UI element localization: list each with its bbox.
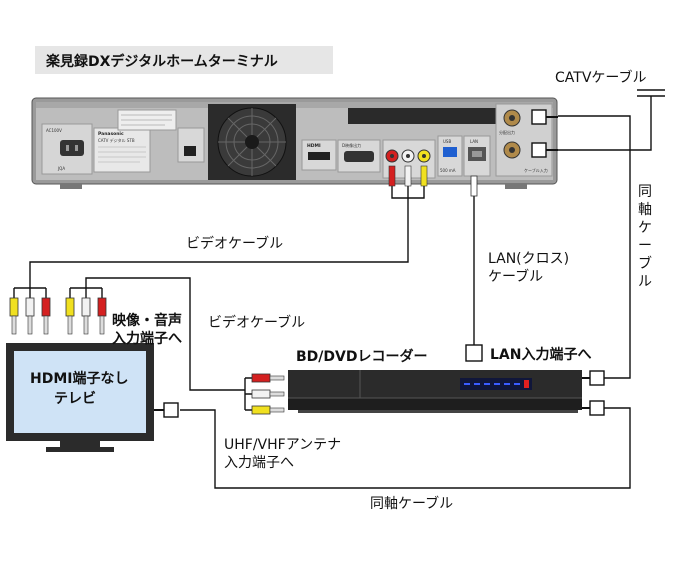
rating-label: Panasonic CATV デジタル STB	[93, 127, 151, 173]
catv-cable-label: CATVケーブル	[555, 69, 647, 86]
digital-audio-out	[177, 127, 205, 163]
stb-rca-jacks	[382, 139, 436, 187]
svg-text:AC100V: AC100V	[46, 128, 62, 133]
stb-rca-leads	[391, 186, 425, 199]
uhf-label-line1: UHF/VHFアンテナ	[224, 437, 341, 453]
av-input-label-line2: 入力端子へ	[112, 330, 182, 347]
lan-cable-label-line2: ケーブル	[488, 268, 543, 285]
video-cable-mid	[85, 277, 245, 391]
video-cable-mid-label: ビデオケーブル	[208, 314, 305, 331]
recorder-coax-plugs	[582, 370, 605, 416]
lan-cable-label-line1: LAN(クロス)	[488, 251, 569, 267]
tv-label-line2: テレビ	[54, 391, 96, 407]
recorder-rca-bundle	[244, 377, 252, 411]
lan-port: LAN	[463, 135, 491, 197]
coax-bottom-label: 同軸ケーブル	[370, 495, 453, 512]
svg-text:USB: USB	[443, 139, 451, 144]
svg-text:D映像出力: D映像出力	[342, 142, 361, 148]
dolby-sticker	[117, 109, 177, 131]
tv-rca-plugs-recorder	[65, 297, 107, 335]
svg-text:HDMI: HDMI	[307, 143, 321, 149]
cooling-fan	[208, 104, 296, 180]
title-box	[35, 46, 333, 74]
lan-input-label: LAN入力端子へ	[490, 346, 591, 363]
power-section: AC100V JQA	[41, 123, 93, 175]
video-cable-top-branch	[13, 287, 47, 298]
diagram-title: 楽見録DXデジタルホームターミナル	[45, 53, 278, 70]
ac-inlet	[60, 140, 84, 156]
recorder-power-led	[524, 380, 529, 388]
lan-end-box	[465, 344, 483, 362]
svg-text:分配出力: 分配出力	[499, 129, 515, 135]
coax-vertical-label-text: 同軸ケーブル	[638, 184, 652, 290]
recorder-rca-plugs	[251, 373, 285, 415]
catv-antenna-symbol	[637, 89, 665, 97]
catv-line	[558, 96, 652, 151]
coax-cable-bottom	[180, 407, 631, 489]
av-input-label-line1: 映像・音声	[112, 312, 182, 329]
uhf-label-line2: 入力端子へ	[224, 455, 294, 471]
tv-coax-plug	[154, 402, 179, 418]
svg-text:LAN: LAN	[470, 139, 478, 144]
tv-rca-plugs-stb	[9, 297, 51, 335]
coax-plugs-stb	[531, 109, 558, 158]
bd-dvd-recorder	[288, 370, 582, 413]
recorder-leds	[464, 383, 520, 385]
television: HDMI端子なし テレビ	[6, 343, 154, 452]
coax-vertical-label: 同軸ケーブル	[638, 184, 652, 290]
usb-port: USB 500 mA	[437, 135, 463, 177]
svg-text:CATV デジタル STB: CATV デジタル STB	[98, 137, 135, 143]
coax-cable-vertical	[558, 115, 631, 379]
svg-text:ケーブル入力: ケーブル入力	[524, 167, 548, 173]
recorder-label: BD/DVDレコーダー	[296, 348, 427, 365]
svg-text:500 mA: 500 mA	[440, 168, 456, 173]
set-top-box: AC100V JQA Panasonic CATV デジタル STB	[31, 97, 558, 197]
tv-screen	[14, 351, 146, 433]
jqa-mark: JQA	[57, 166, 65, 171]
hdmi-port: HDMI	[301, 139, 337, 171]
svg-text:Panasonic: Panasonic	[98, 131, 124, 137]
tv-label-line1: HDMI端子なし	[30, 370, 128, 387]
d-terminal-port: D映像出力	[337, 139, 381, 173]
card-slot	[348, 108, 496, 124]
video-cable-mid-branch	[69, 287, 103, 298]
video-cable-top	[29, 198, 409, 288]
video-cable-top-label: ビデオケーブル	[186, 235, 283, 252]
